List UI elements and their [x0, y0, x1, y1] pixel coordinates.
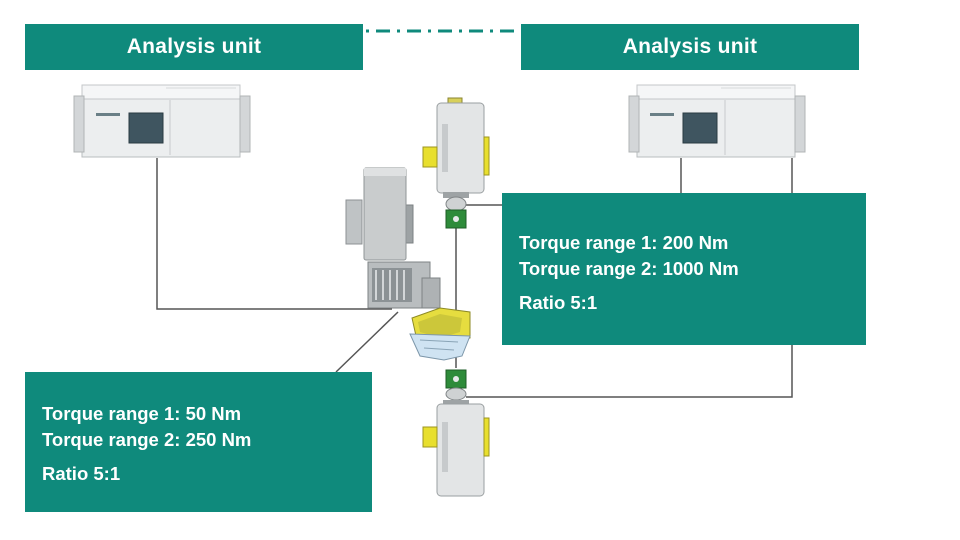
- gearbox-under-test: [409, 307, 471, 361]
- torque-range-2-text: Torque range 2: 1000 Nm: [519, 258, 739, 279]
- upper-load-motor: [422, 97, 490, 198]
- left-box-callout-line: [335, 311, 399, 373]
- analysis-unit-right-title: Analysis unit: [521, 24, 859, 70]
- lower-sensor-signal-line: [466, 344, 793, 398]
- torque-range-1-text: Torque range 1: 200 Nm: [519, 232, 729, 253]
- left-unit-signal-line: [156, 158, 392, 310]
- analysis-unit-left-title: Analysis unit: [25, 24, 363, 70]
- torque-range-1-text: Torque range 1: 50 Nm: [42, 403, 242, 424]
- drive-motor: [345, 167, 441, 309]
- torque-info-box-left: Torque range 1: 50 Nm Torque range 2: 25…: [25, 372, 372, 512]
- torque-info-box-right: Torque range 1: 200 Nm Torque range 2: 1…: [502, 193, 866, 345]
- torque-range-2-text: Torque range 2: 250 Nm: [42, 429, 252, 450]
- analysis-unit-left-device: [73, 84, 251, 158]
- signal-lines: [156, 158, 793, 398]
- ratio-text: Ratio 5:1: [519, 292, 598, 313]
- upper-torque-sensor: [445, 196, 467, 229]
- analysis-unit-right-device: [628, 84, 806, 158]
- ratio-text: Ratio 5:1: [42, 463, 121, 484]
- lower-load-motor: [422, 400, 490, 497]
- lower-torque-sensor: [445, 369, 467, 401]
